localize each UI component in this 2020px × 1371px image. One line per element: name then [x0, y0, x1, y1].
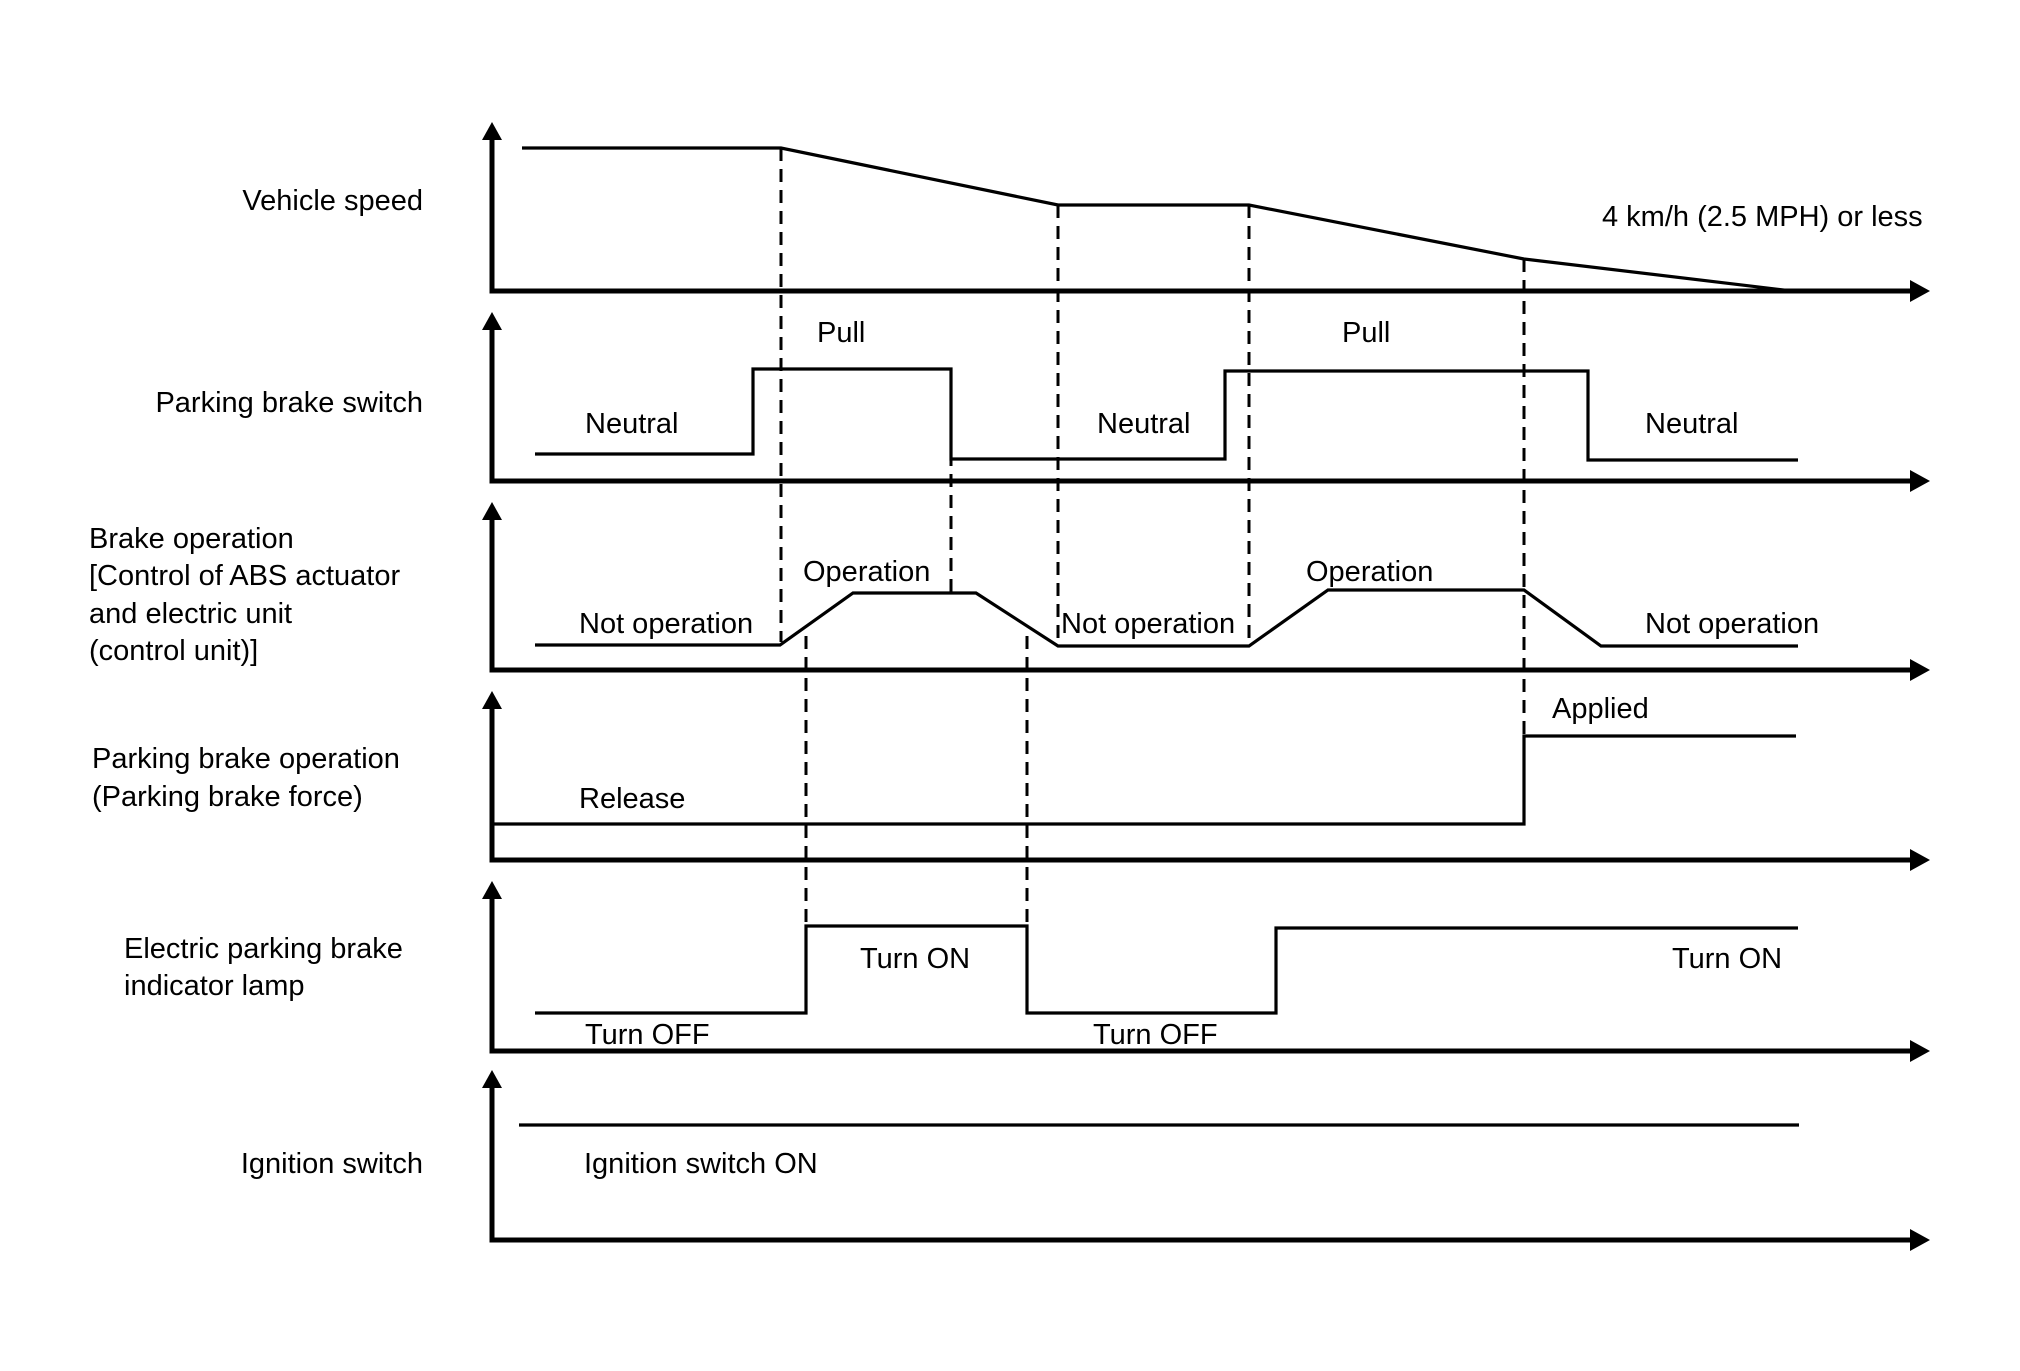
y-axis-arrow-icon: [482, 122, 502, 140]
state-label: Not operation: [1645, 608, 1819, 640]
axis-indicator-lamp: [482, 881, 1930, 1062]
x-axis-arrow-icon: [1910, 470, 1930, 492]
axis-parking-brake-switch: [482, 312, 1930, 492]
state-label: Not operation: [1061, 608, 1235, 640]
y-axis-arrow-icon: [482, 881, 502, 899]
state-label: Neutral: [1097, 408, 1191, 440]
x-axis-arrow-icon: [1910, 1040, 1930, 1062]
x-axis-arrow-icon: [1910, 659, 1930, 681]
speed-threshold-note: 4 km/h (2.5 MPH) or less: [1602, 201, 1923, 233]
row-label-parking-brake-operation-line1: Parking brake operation: [92, 743, 400, 775]
row-label-brake-operation-line2: [Control of ABS actuator: [89, 560, 400, 592]
waveform-parking-brake-switch: [535, 367, 1798, 462]
state-label: Not operation: [579, 608, 753, 640]
row-label-brake-operation-line3: and electric unit: [89, 598, 292, 630]
row-label-parking-brake-switch: Parking brake switch: [155, 387, 423, 419]
state-label: Pull: [1342, 317, 1390, 349]
axis-vehicle-speed: [482, 122, 1930, 302]
state-label: Operation: [1306, 556, 1433, 588]
state-label: Pull: [817, 317, 865, 349]
row-label-parking-brake-operation-line2: (Parking brake force): [92, 781, 363, 813]
axis-brake-operation: [482, 502, 1930, 681]
x-axis-arrow-icon: [1910, 1229, 1930, 1251]
row-label-brake-operation-line4: (control unit)]: [89, 635, 258, 667]
state-label: Turn OFF: [585, 1019, 710, 1051]
waveform-parking-brake-operation: [492, 734, 1796, 826]
axes: [482, 122, 1930, 1251]
state-label: Turn OFF: [1093, 1019, 1218, 1051]
y-axis-arrow-icon: [482, 312, 502, 330]
x-axis-arrow-icon: [1910, 849, 1930, 871]
row-label-vehicle-speed: Vehicle speed: [242, 185, 423, 217]
state-label: Neutral: [1645, 408, 1739, 440]
row-label-brake-operation-line1: Brake operation: [89, 523, 294, 555]
waveform-vehicle-speed: [522, 146, 1793, 293]
state-label: Turn ON: [860, 943, 970, 975]
y-axis-arrow-icon: [482, 691, 502, 709]
state-label: Neutral: [585, 408, 679, 440]
state-label: Operation: [803, 556, 930, 588]
axis-ignition-switch: [482, 1070, 1930, 1251]
y-axis-arrow-icon: [482, 1070, 502, 1088]
state-label: Release: [579, 783, 685, 815]
y-axis-arrow-icon: [482, 502, 502, 520]
row-label-indicator-lamp-line1: Electric parking brake: [124, 933, 403, 965]
x-axis-arrow-icon: [1910, 280, 1930, 302]
waveform-indicator-lamp: [535, 924, 1798, 1015]
waveform-brake-operation: [535, 588, 1798, 648]
state-label: Turn ON: [1672, 943, 1782, 975]
timing-markers: [779, 148, 1526, 926]
state-label: Ignition switch ON: [584, 1148, 818, 1180]
state-label: Applied: [1552, 693, 1649, 725]
row-label-ignition-switch: Ignition switch: [241, 1148, 423, 1180]
row-label-indicator-lamp-line2: indicator lamp: [124, 970, 305, 1002]
axis-parking-brake-operation: [482, 691, 1930, 871]
